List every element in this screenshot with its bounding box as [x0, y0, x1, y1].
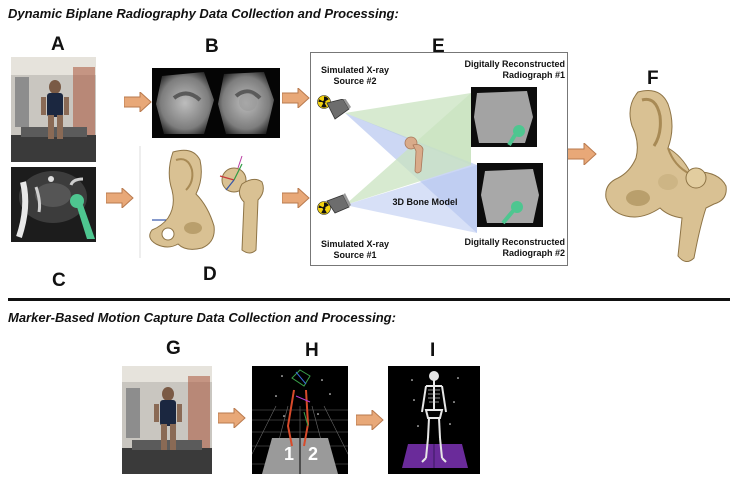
- drr-2-label-line1: Digitally Reconstructed: [464, 237, 565, 247]
- drr-1-image: [471, 87, 537, 147]
- arrow-right-icon: [282, 188, 310, 208]
- bottom-section-title: Marker-Based Motion Capture Data Collect…: [8, 310, 396, 325]
- panel-label-f: F: [647, 68, 659, 89]
- panel-d-bone-models: [138, 146, 278, 258]
- source-2-label-line1: Simulated X-ray: [320, 65, 390, 75]
- drr-1-label-line2: Radiograph #1: [502, 70, 565, 80]
- panel-label-g: G: [166, 338, 181, 359]
- radiation-icon: [317, 201, 331, 215]
- drr-1-label-line1: Digitally Reconstructed: [464, 59, 565, 69]
- source-1-label: Simulated X-ray Source #1: [317, 239, 393, 261]
- xray-beams: [345, 93, 477, 233]
- radiation-icon: [317, 95, 331, 109]
- panel-a-treadmill-photo: [11, 57, 96, 162]
- drr-2-label: Digitally Reconstructed Radiograph #2: [443, 237, 565, 259]
- panel-label-e: E: [432, 36, 445, 57]
- xray-source-icon: [326, 99, 351, 120]
- arrow-right-icon: [567, 143, 597, 165]
- bone-model-label: 3D Bone Model: [392, 197, 458, 207]
- bone-model-3d: [404, 136, 424, 174]
- xray-source-icon: [326, 193, 351, 214]
- source-1-label-line1: Simulated X-ray: [320, 239, 390, 249]
- force-plate-1-label: 1: [283, 444, 294, 464]
- panel-label-h: H: [305, 340, 319, 361]
- panel-label-d: D: [203, 264, 217, 285]
- drr-2-label-line2: Radiograph #2: [502, 248, 565, 258]
- section-divider: [8, 298, 730, 301]
- drr-2-image: [477, 163, 543, 227]
- panel-g-treadmill-photo: [122, 366, 212, 474]
- source-2-label: Simulated X-ray Source #2: [317, 65, 393, 87]
- panel-h-mocap-grid: 1 2: [252, 366, 348, 474]
- arrow-right-icon: [106, 188, 134, 208]
- panel-e-xray-scene: Simulated X-ray Source #2 Simulated X-ra…: [310, 52, 568, 266]
- panel-label-a: A: [51, 34, 65, 55]
- panel-i-skeleton-model: [388, 366, 480, 474]
- source-2-label-line2: Source #2: [333, 76, 377, 86]
- arrow-right-icon: [356, 410, 384, 430]
- force-plate-2-label: 2: [307, 444, 318, 464]
- panel-label-i: I: [430, 340, 436, 361]
- panel-f-hip-model: [598, 86, 730, 266]
- panel-b-radiographs: [152, 68, 280, 138]
- arrow-right-icon: [282, 88, 310, 108]
- arrow-right-icon: [124, 92, 152, 112]
- panel-label-b: B: [205, 36, 219, 57]
- panel-c-ct-scan: [11, 167, 96, 242]
- top-section-title: Dynamic Biplane Radiography Data Collect…: [8, 6, 399, 21]
- drr-1-label: Digitally Reconstructed Radiograph #1: [443, 59, 565, 81]
- arrow-right-icon: [218, 408, 246, 428]
- panel-label-c: C: [52, 270, 66, 291]
- source-1-label-line2: Source #1: [333, 250, 377, 260]
